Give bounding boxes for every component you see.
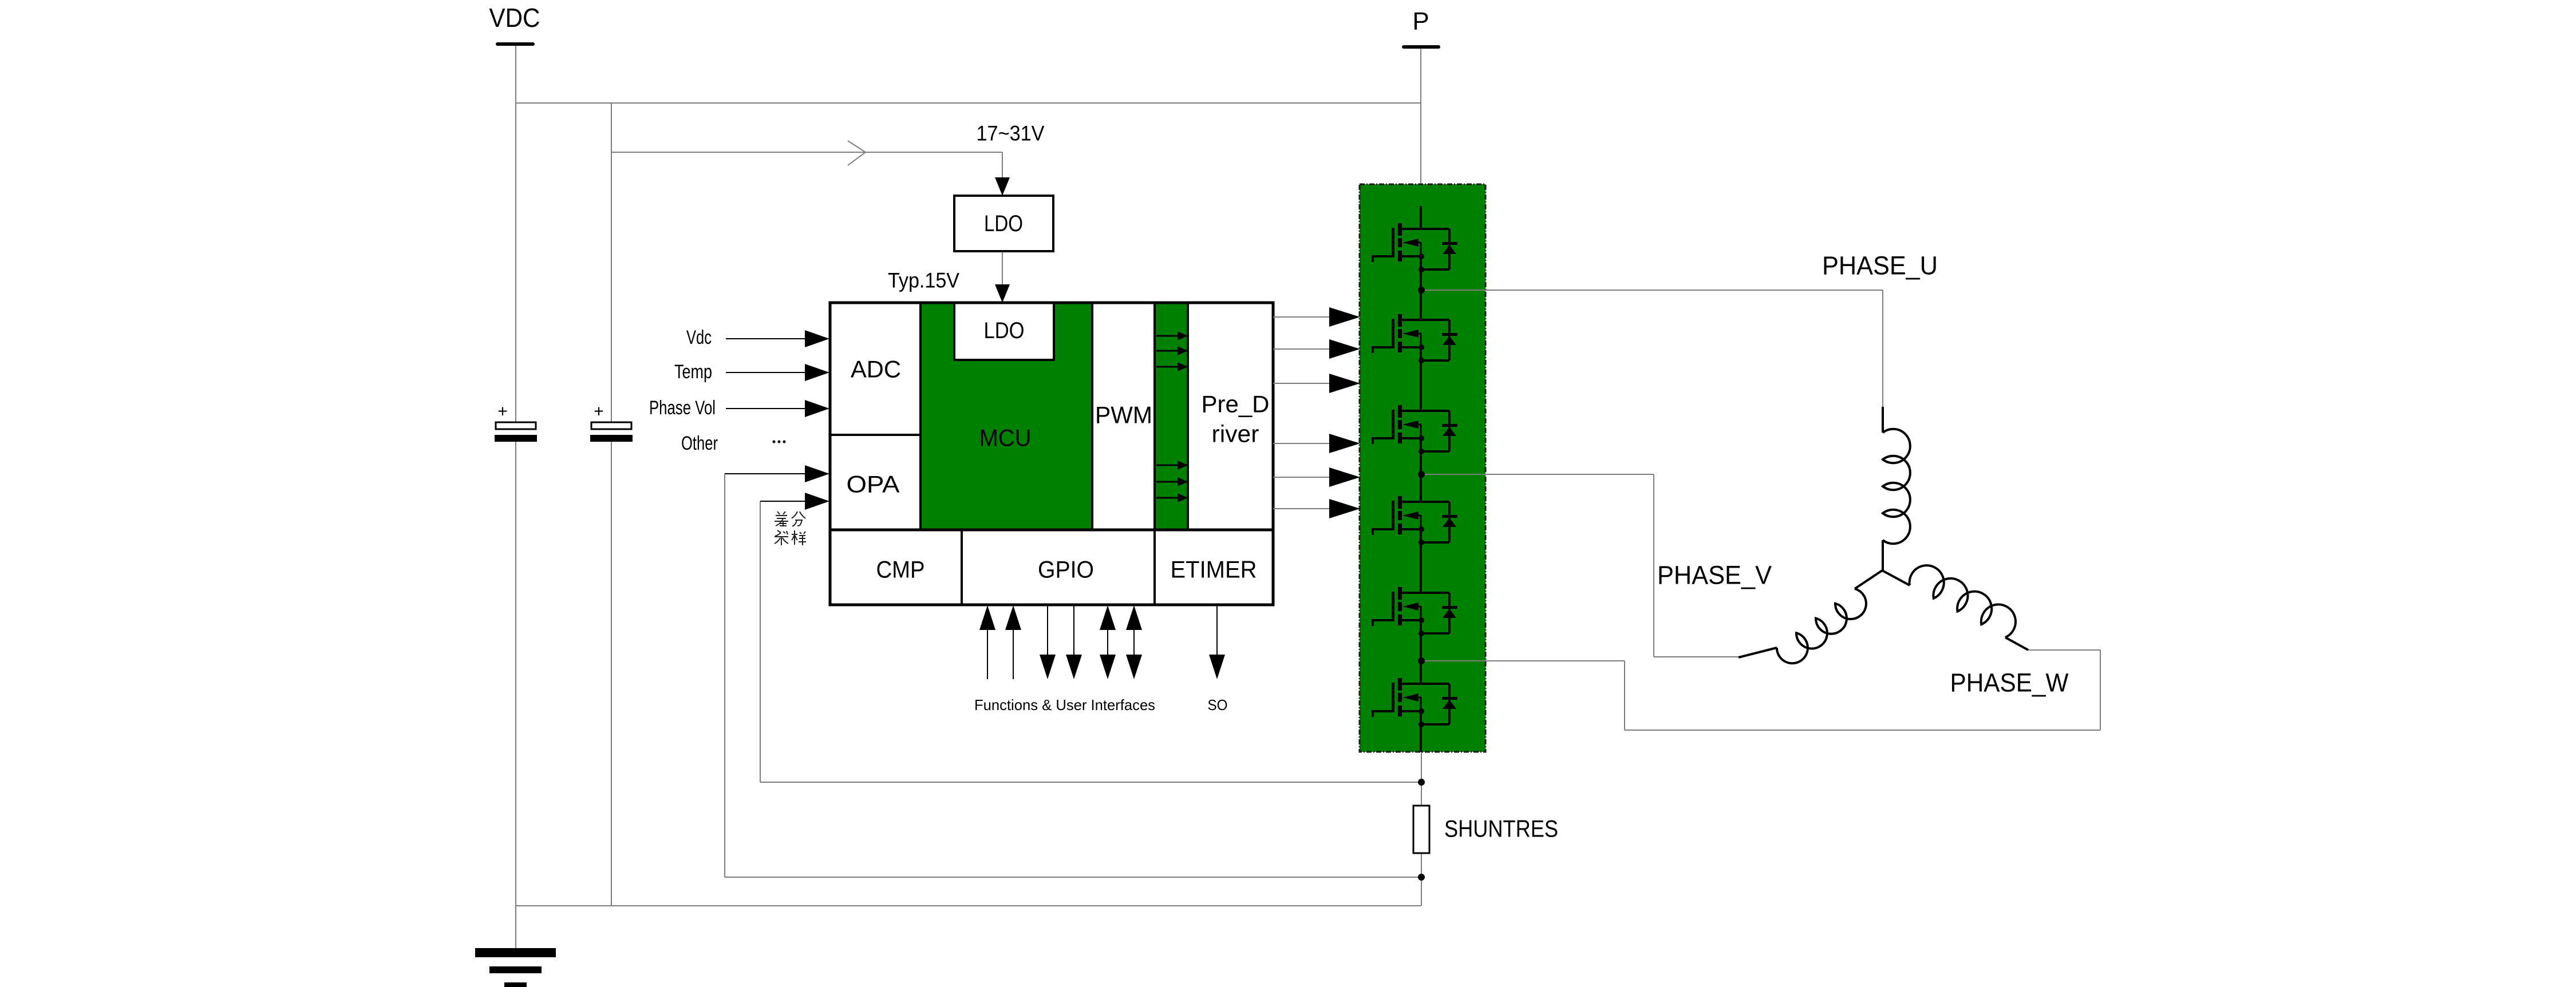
svg-text:OPA: OPA [847, 471, 900, 498]
svg-text:Other: Other [681, 433, 718, 454]
svg-text:MCU: MCU [979, 425, 1032, 451]
svg-text:PHASE_W: PHASE_W [1950, 668, 2069, 697]
svg-text:VDC: VDC [489, 3, 540, 33]
svg-text:SO: SO [1208, 696, 1228, 714]
svg-text:Temp: Temp [674, 361, 712, 383]
svg-text:Pre_D: Pre_D [1202, 391, 1270, 418]
svg-text:river: river [1212, 421, 1259, 447]
svg-text:ETIMER: ETIMER [1171, 556, 1257, 583]
svg-text:Phase Vol: Phase Vol [649, 397, 716, 419]
svg-text:CMP: CMP [876, 556, 925, 583]
svg-text:PWM: PWM [1095, 402, 1152, 429]
svg-text:LDO: LDO [984, 318, 1025, 343]
svg-text:SHUNTRES: SHUNTRES [1444, 815, 1558, 842]
svg-text:PHASE_V: PHASE_V [1657, 561, 1772, 590]
svg-text:Functions & User Interfaces: Functions & User Interfaces [974, 696, 1155, 714]
svg-text:+: + [594, 402, 604, 421]
svg-text:LDO: LDO [984, 211, 1023, 236]
svg-text:PHASE_U: PHASE_U [1822, 251, 1938, 280]
svg-text:GPIO: GPIO [1038, 556, 1094, 583]
svg-text:+: + [497, 402, 508, 421]
svg-text:ADC: ADC [851, 356, 901, 383]
svg-text:P: P [1412, 7, 1429, 35]
svg-text:17~31V: 17~31V [977, 122, 1045, 145]
svg-text:Vdc: Vdc [686, 327, 712, 348]
svg-text:Typ.15V: Typ.15V [888, 269, 959, 292]
